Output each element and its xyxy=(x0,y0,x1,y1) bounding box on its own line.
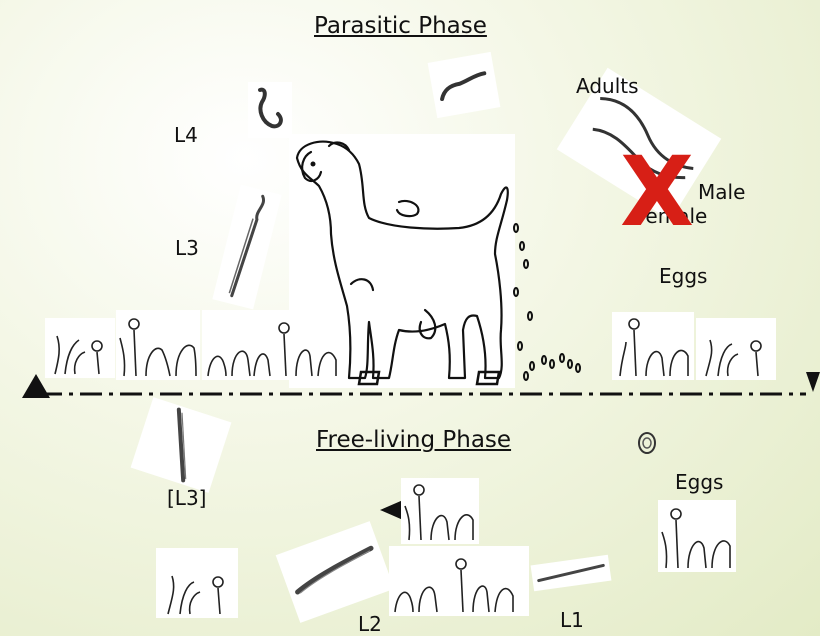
grass-image-6 xyxy=(401,478,479,544)
l3-bracketed-label: [L3] xyxy=(167,488,206,508)
grass-image-9 xyxy=(389,546,529,616)
l1-label: L1 xyxy=(560,610,584,630)
fecal-pellets xyxy=(508,218,598,388)
l1-larva-image xyxy=(531,555,612,592)
arrow-up-icon xyxy=(22,374,50,398)
eggs-label-parasitic: Eggs xyxy=(659,266,707,286)
l4-larva-image xyxy=(248,82,292,138)
arrow-down-icon xyxy=(806,372,820,392)
soil-boundary-line xyxy=(0,368,820,412)
egg-icon xyxy=(637,431,657,455)
l2-larva-image xyxy=(276,521,395,623)
l4-label: L4 xyxy=(174,125,198,145)
adults-label: Adults xyxy=(576,76,639,96)
red-cross-mark: X xyxy=(620,144,694,240)
free-living-phase-title: Free-living Phase xyxy=(316,429,511,452)
l2-label: L2 xyxy=(358,614,382,634)
eggs-label-free-living: Eggs xyxy=(675,472,723,492)
grass-image-7 xyxy=(658,500,736,572)
grass-image-8 xyxy=(156,548,238,618)
l3-larva-image-parasitic xyxy=(212,185,281,310)
adult-worm-image-top xyxy=(428,52,501,118)
parasitic-phase-title: Parasitic Phase xyxy=(314,15,487,38)
l3-label: L3 xyxy=(175,238,199,258)
male-label: Male xyxy=(698,182,745,202)
